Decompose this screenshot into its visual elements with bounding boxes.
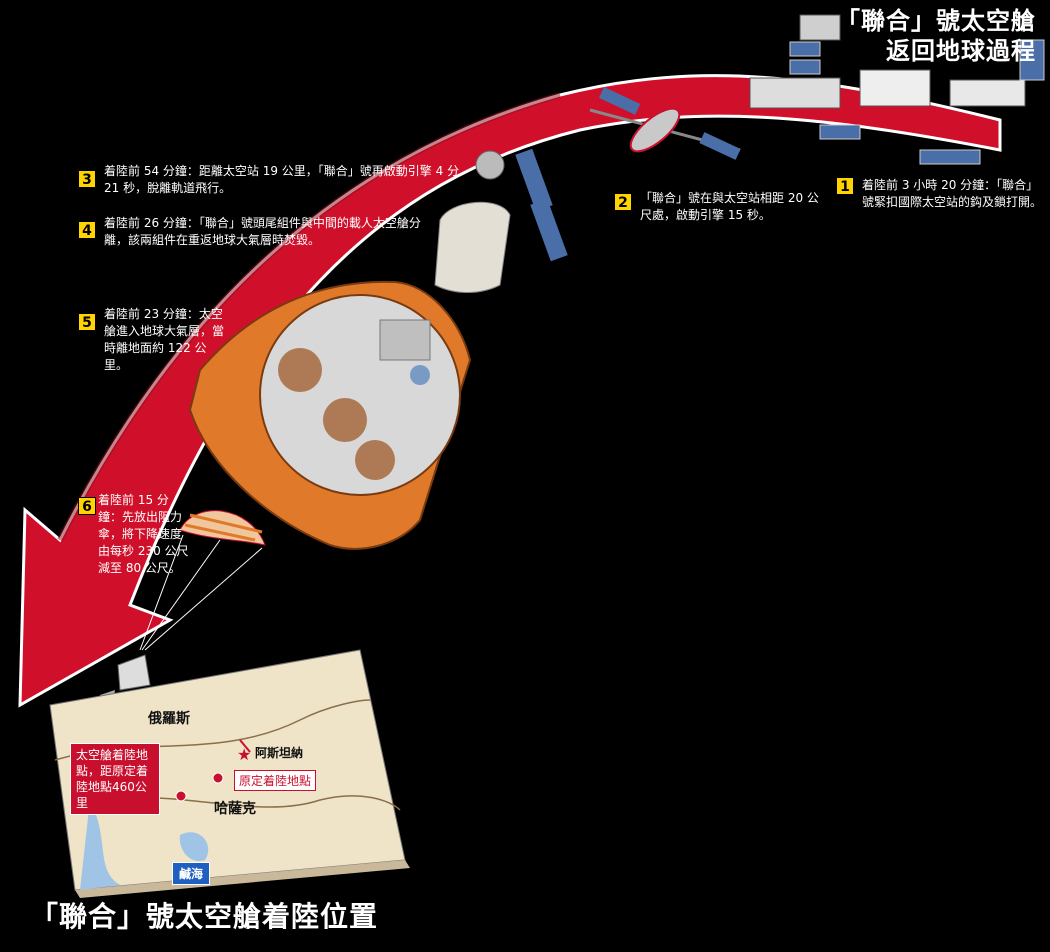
step-2-text: 「聯合」號在與太空站相距 20 公尺處，啟動引擎 15 秒。: [640, 191, 819, 222]
step-3-text: 着陸前 54 分鐘：距離太空站 19 公里，「聯合」號再啟動引擎 4 分 21 …: [104, 164, 460, 195]
map-label-planned-site: 原定着陸地點: [234, 770, 317, 791]
step-1-badge: 1: [836, 177, 854, 195]
diagram-title: 「聯合」號太空艙 返回地球過程: [836, 6, 1036, 66]
step-3-badge: 3: [78, 170, 96, 188]
soyuz-departing-icon: [589, 87, 741, 160]
step-6-badge: 6: [78, 497, 96, 515]
step-2-badge: 2: [614, 193, 632, 211]
space-station-icon: [749, 14, 1045, 165]
map-label-russia: 俄羅斯: [148, 711, 190, 727]
map-label-kazakhstan: 哈薩克: [214, 801, 256, 817]
step-5-badge: 5: [78, 313, 96, 331]
map-label-aral-sea: 鹹海: [172, 862, 211, 885]
step-4-badge: 4: [78, 221, 96, 239]
map-label-astana: 阿斯坦納: [255, 746, 304, 760]
title-line-2: 返回地球過程: [886, 37, 1036, 65]
svg-text:★: ★: [237, 745, 251, 764]
module-separation-icon: [434, 148, 568, 293]
step-4-text: 着陸前 26 分鐘：「聯合」號頭尾組件與中間的載人太空艙分離，該兩組件在重返地球…: [104, 216, 421, 247]
landing-map: ★: [49, 649, 410, 898]
map-title: 「聯合」號太空艙着陸位置: [30, 900, 379, 933]
map-label-actual-site: 太空艙着陸地點，距原定着陸地點460公里: [70, 743, 160, 815]
title-line-1: 「聯合」號太空艙: [836, 7, 1036, 35]
step-1-text: 着陸前 3 小時 20 分鐘：「聯合」號緊扣國際太空站的鈎及鎖打開。: [862, 178, 1043, 209]
step-5-text: 着陸前 23 分鐘：太空艙進入地球大氣層，當時離地面約 122 公里。: [104, 307, 225, 372]
step-6-text: 着陸前 15 分鐘：先放出阻力傘，將下降速度由每秒 230 公尺減至 80 公尺…: [98, 493, 189, 575]
descent-capsule-cutaway: [188, 280, 472, 550]
